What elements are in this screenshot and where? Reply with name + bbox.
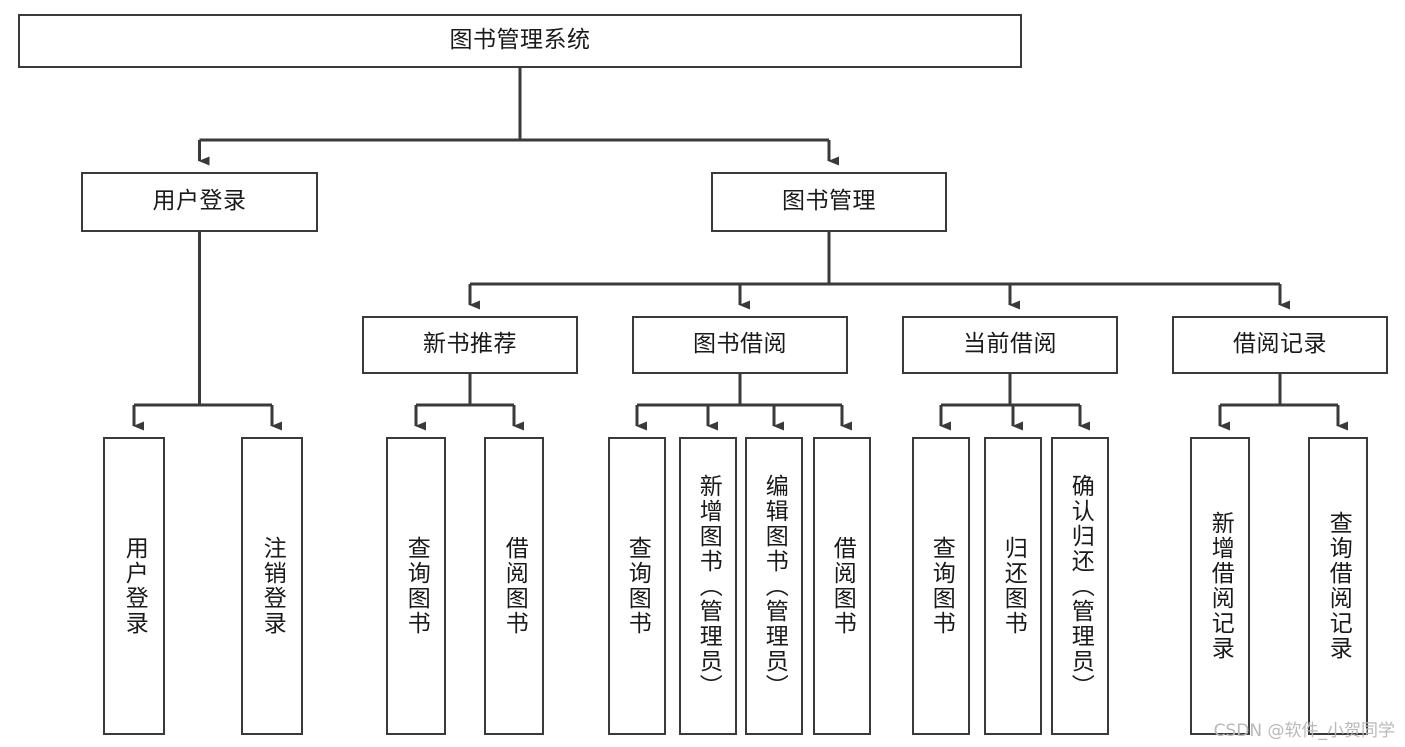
node-label: 当前借阅 [963,331,1057,358]
node-label: 图书借阅 [693,331,787,358]
node-leaf-confirm-return-admin[interactable]: 确认归还（管理员） [1051,437,1109,735]
node-label: 确认归还（管理员） [1067,473,1094,699]
node-leaf-add-borrow-record[interactable]: 新增借阅记录 [1190,437,1250,735]
node-label: 查询借阅记录 [1325,511,1352,661]
node-leaf-borrow-book[interactable]: 借阅图书 [813,437,871,735]
node-user-login[interactable]: 用户登录 [81,172,318,232]
node-label: 图书管理 [782,188,876,215]
node-label: 借阅图书 [501,536,528,636]
node-label: 借阅记录 [1233,331,1327,358]
node-leaf-query-book-borrow[interactable]: 查询图书 [608,437,666,735]
node-leaf-return-book[interactable]: 归还图书 [984,437,1042,735]
node-leaf-borrow-book-recommend[interactable]: 借阅图书 [484,437,544,735]
node-label: 注销登录 [259,536,286,636]
node-leaf-edit-book-admin[interactable]: 编辑图书（管理员） [745,437,803,735]
node-leaf-add-book-admin[interactable]: 新增图书（管理员） [679,437,737,735]
node-label: 查询图书 [928,536,955,636]
node-book-manage[interactable]: 图书管理 [711,172,947,232]
watermark-text: CSDN @软件_小贺同学 [1213,721,1395,741]
node-label: 用户登录 [121,536,148,636]
node-root[interactable]: 图书管理系统 [18,14,1022,68]
node-borrow-record[interactable]: 借阅记录 [1172,316,1388,374]
node-label: 查询图书 [624,536,651,636]
node-label: 查询图书 [403,536,430,636]
node-label: 借阅图书 [829,536,856,636]
node-leaf-query-book-current[interactable]: 查询图书 [912,437,970,735]
node-current-borrow[interactable]: 当前借阅 [902,316,1118,374]
node-leaf-logout-login[interactable]: 注销登录 [241,437,303,735]
node-leaf-user-login[interactable]: 用户登录 [103,437,165,735]
node-label: 新书推荐 [423,331,517,358]
node-label: 用户登录 [152,188,247,215]
node-new-book-recommend[interactable]: 新书推荐 [362,316,578,374]
node-label: 编辑图书（管理员） [761,473,788,699]
node-label: 新增借阅记录 [1207,511,1234,661]
node-leaf-query-book-recommend[interactable]: 查询图书 [386,437,446,735]
node-label: 归还图书 [1000,536,1027,636]
node-label: 新增图书（管理员） [695,473,722,699]
node-leaf-query-borrow-record[interactable]: 查询借阅记录 [1308,437,1368,735]
node-book-borrow[interactable]: 图书借阅 [632,316,848,374]
node-label: 图书管理系统 [449,27,591,54]
